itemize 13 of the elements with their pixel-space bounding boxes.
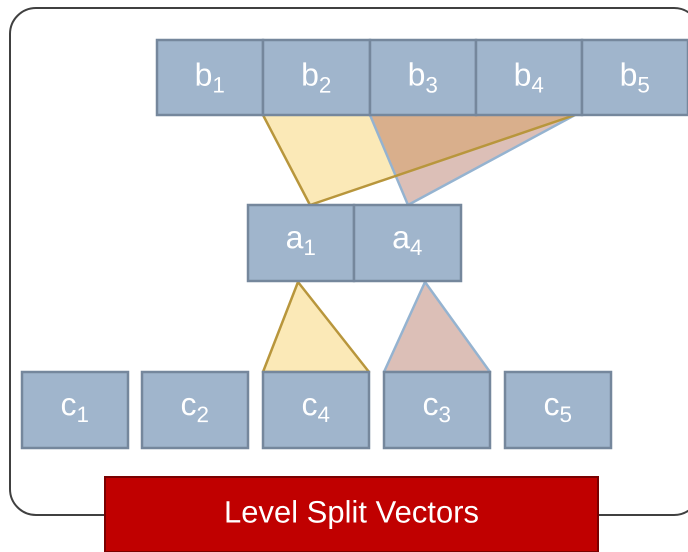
vector-cell: c$_{5}$: [504, 370, 612, 450]
vector-cell: c$_{4}$: [262, 370, 370, 450]
vector-cell: b$_{1}$: [156, 38, 264, 116]
vector-cell: b$_{2}$: [262, 38, 372, 116]
vector-cell: c$_{2}$: [140, 370, 250, 450]
vector-cell: b$_{5}$: [580, 38, 688, 116]
vector-cell: a$_{1}$: [246, 204, 356, 282]
vector-cell: c$_{1}$: [20, 370, 130, 450]
vector-cell: b$_{3}$: [368, 38, 478, 116]
vector-cell: b$_{4}$: [474, 38, 584, 116]
title-box: Level Split Vectors: [104, 476, 599, 552]
vector-cell: c$_{3}$: [382, 370, 492, 450]
vector-cell: a$_{4}$: [352, 204, 462, 282]
